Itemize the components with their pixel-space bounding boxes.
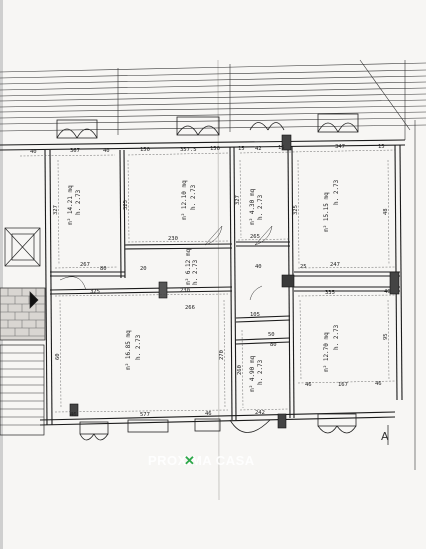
dim-mid-b-1: 325 (90, 289, 100, 295)
room-2-height: h. 2.73 (190, 184, 197, 210)
top-windows (56, 113, 359, 139)
corridor-height: h. 2.73 (192, 259, 199, 285)
dim-top-mid-3: 150 (210, 146, 220, 152)
watermark-text: PROXIMA CASA (148, 453, 255, 468)
dimension-lines (19, 149, 396, 413)
dim-top-left-3: 40 (103, 148, 110, 154)
dim-top-right-4: 347 (335, 144, 345, 150)
brand-watermark: PROXIMA CASA ✕ (148, 453, 255, 468)
room-labels: h. 2.73 m² 14.21 mq h. 2.73 m² 12.10 mq … (67, 179, 340, 392)
room-2-area: m² 12.10 mq (181, 180, 188, 220)
dim-top-mid-2: 357.5 (180, 147, 197, 153)
room-3-height: h. 2.73 (333, 179, 340, 205)
dim-small-1: 80 (100, 266, 107, 272)
room-6-height: h. 2.73 (257, 194, 264, 220)
dim-v-1: 327 (53, 205, 59, 215)
corridor-area: m² 6.12 mq (185, 248, 192, 285)
dim-small-2: 20 (140, 266, 147, 272)
room-3-area: m² 15.15 mq (323, 192, 330, 232)
dim-v-7: 270 (219, 350, 225, 360)
dim-small-7: 80 (270, 342, 277, 348)
dim-mid-a-3: 265 (250, 234, 260, 240)
dim-v-8: 260 (237, 365, 243, 375)
dim-top-left-1: 40 (30, 149, 37, 155)
dim-v-5: 48 (383, 208, 389, 215)
dimension-labels: 40 367 40 150 357.5 150 15 42 15 347 15 … (30, 144, 391, 418)
dim-mid-b-4: 335 (325, 290, 335, 296)
dim-bottom-1: 46 (70, 412, 77, 418)
dim-mid-a-2: 230 (168, 236, 178, 242)
room-1-area: m² 14.21 mq (67, 185, 74, 225)
watermark-x-mark: ✕ (184, 453, 195, 468)
room-7-area: m² 4.90 mq (249, 355, 256, 392)
dim-bottom-6: 167 (338, 382, 348, 388)
dim-bottom-3: 46 (205, 411, 212, 417)
dim-mid-b-2: 230 (180, 288, 190, 294)
room-6-area: m² 4.30 mq (249, 188, 256, 225)
dim-v-2: 325 (123, 200, 129, 210)
dim-mid-b-3: 266 (185, 305, 195, 311)
axis-marker: A (381, 430, 389, 443)
dim-v-4: 325 (293, 205, 299, 215)
dim-small-5: 50 (268, 332, 275, 338)
room-7-height: h. 2.73 (257, 359, 264, 385)
dim-bottom-2: 577 (140, 412, 150, 418)
dim-bottom-4: 242 (255, 410, 265, 416)
dim-v-9: 95 (383, 333, 389, 340)
dim-top-right-1: 15 (238, 146, 245, 152)
dim-small-6: 25 (300, 264, 307, 270)
dim-mid-a-4: 247 (330, 262, 340, 268)
facade-lines (0, 59, 426, 470)
walls (0, 139, 406, 426)
dim-small-3: 40 (255, 264, 262, 270)
room-1-height: h. 2.73 (75, 189, 82, 215)
room-4-height: h. 2.73 (135, 334, 142, 360)
dim-top-right-3: 15 (278, 145, 285, 151)
dim-v-3: 327 (235, 195, 241, 205)
stair-block (0, 227, 46, 436)
dim-top-left-2: 367 (70, 148, 80, 154)
dim-top-right-5: 15 (378, 144, 385, 150)
room-4-area: m² 16.85 mq (125, 330, 132, 370)
dim-top-right-2: 42 (255, 146, 262, 152)
bottom-openings (79, 413, 357, 441)
dim-mid-b-5: 40 (384, 289, 391, 295)
pillars (69, 134, 400, 429)
door-swings (59, 225, 273, 301)
dim-v-6: 60 (55, 353, 61, 360)
dim-bottom-7: 46 (375, 381, 382, 387)
dim-bottom-5: 46 (305, 382, 312, 388)
room-5-area: m² 12.70 mq (323, 332, 330, 372)
room-5-height: h. 2.73 (333, 324, 340, 350)
paper-edge (0, 0, 3, 549)
dim-small-4: 105 (250, 312, 260, 318)
dim-top-mid-1: 150 (140, 147, 150, 153)
dim-mid-a-1: 267 (80, 262, 90, 268)
